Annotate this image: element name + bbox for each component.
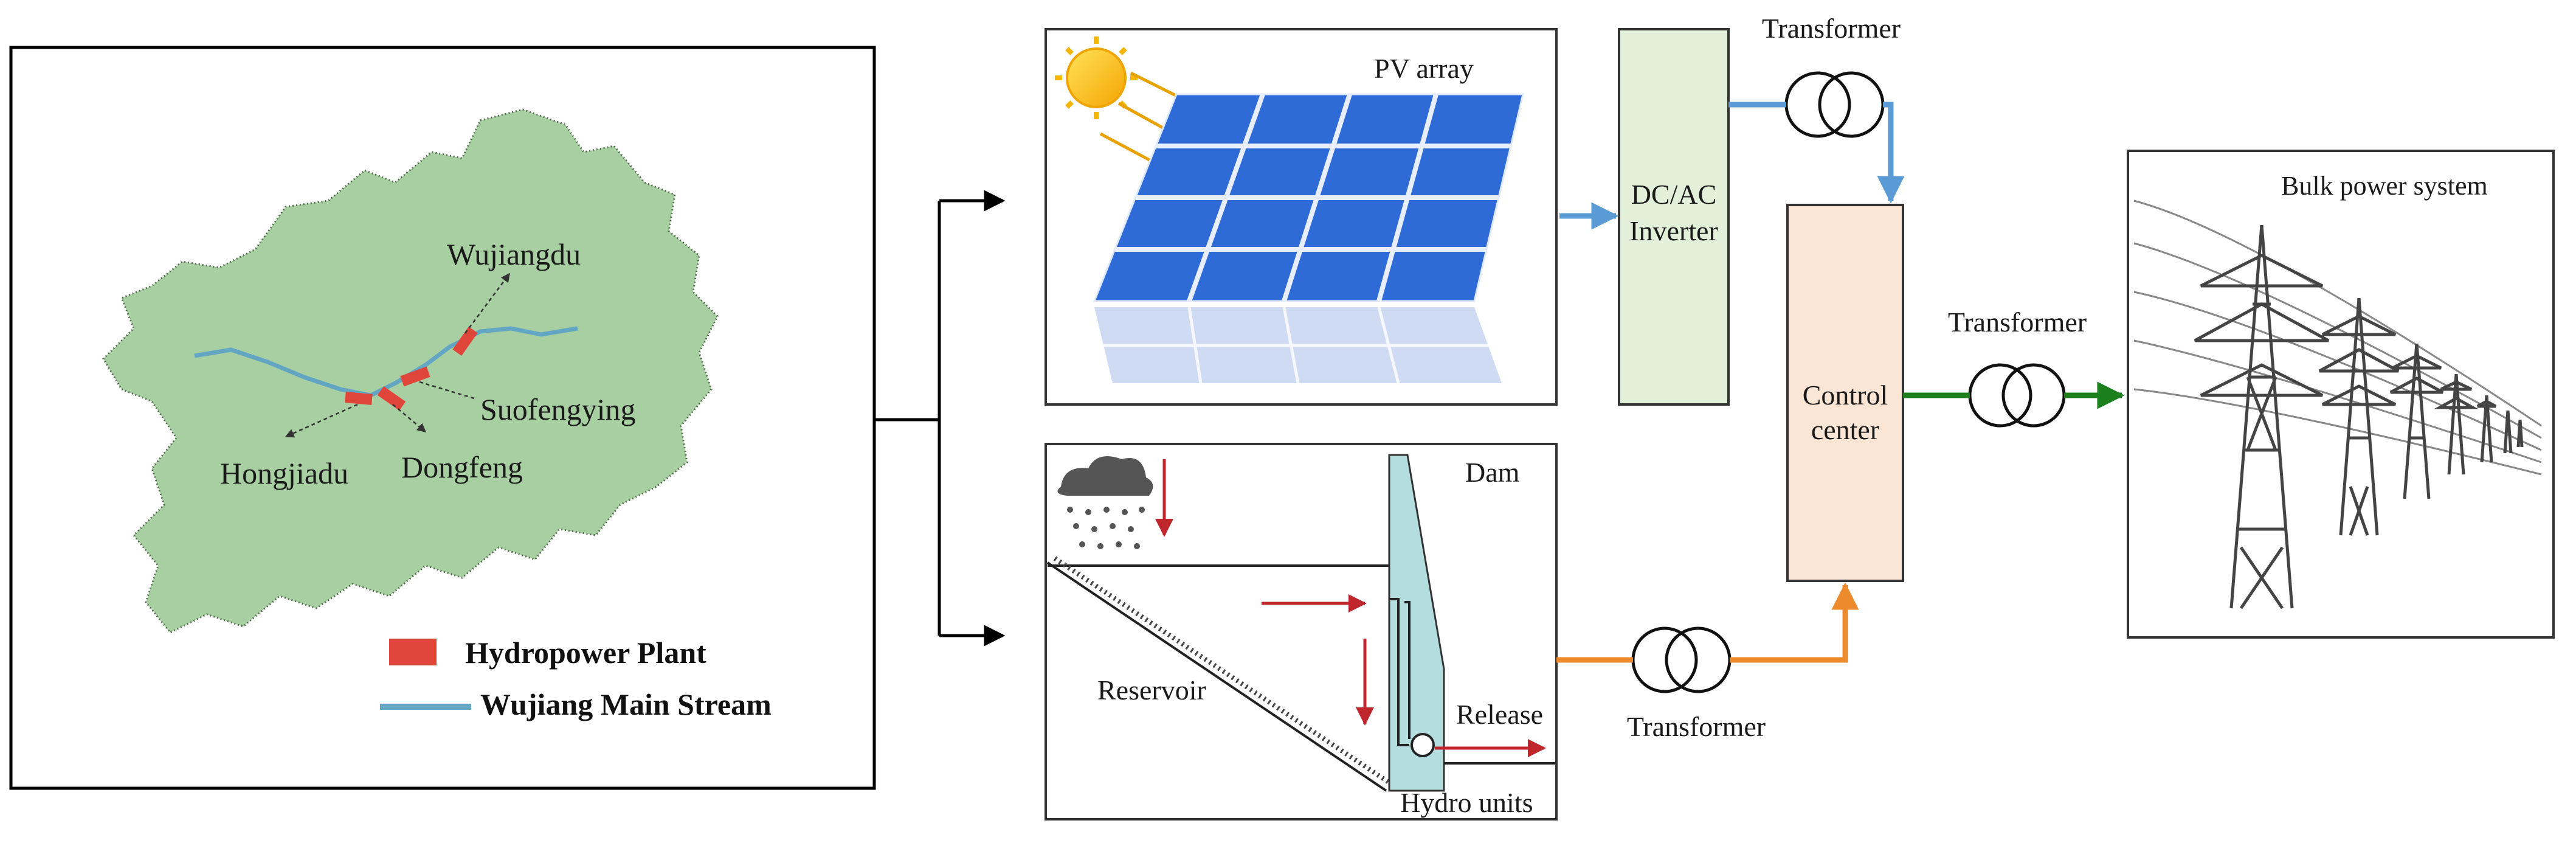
hydropower-plant-markers	[345, 326, 478, 411]
transformer-middle: Transformer	[1948, 307, 2087, 428]
transformer-middle-label: Transformer	[1948, 307, 2087, 338]
map-panel: Wujiangdu Suofengying Dongfeng Hongjiadu…	[9, 46, 876, 790]
release-label: Release	[1456, 699, 1543, 730]
transformer-bottom-label: Transformer	[1627, 711, 1766, 742]
solar-panel-icon	[1093, 93, 1524, 384]
reservoir-label: Reservoir	[1097, 675, 1206, 706]
plant-leader-lines	[285, 272, 511, 438]
transformer-top: Transformer	[1762, 13, 1901, 138]
dam-label: Dam	[1465, 457, 1520, 488]
plant-label-suofengying: Suofengying	[480, 392, 636, 426]
reservoir-bed-hatch	[1053, 556, 1394, 787]
plant-label-wujiangdu: Wujiangdu	[447, 237, 581, 271]
bulk-power-system-panel: Bulk power system	[2127, 150, 2555, 639]
transmission-tower-icon	[2194, 224, 2524, 609]
control-center-label-line2: center	[1811, 414, 1879, 445]
rain-cloud-icon	[1057, 456, 1153, 549]
hydro-frame	[1045, 443, 1558, 820]
turbine-icon	[1411, 733, 1435, 757]
split-connector	[874, 190, 1006, 647]
reservoir-bed	[1046, 561, 1387, 792]
inverter-label-line1: DC/AC	[1631, 179, 1717, 210]
plant-label-dongfeng: Dongfeng	[401, 450, 523, 484]
transformer-to-control-hydro-arrow	[1730, 582, 1859, 663]
map-legend: Hydropower Plant Wujiang Main Stream	[380, 636, 772, 721]
province-shape	[102, 108, 719, 634]
legend-stream-swatch	[380, 704, 471, 710]
sun-icon	[1055, 36, 1138, 119]
pv-array-panel: PV array	[1045, 28, 1558, 406]
hydro-panel: Dam Reservoir Release Hydro units	[1045, 443, 1558, 820]
wujiang-river	[194, 326, 578, 398]
bulk-power-label: Bulk power system	[2281, 171, 2488, 201]
transformer-bottom: Transformer	[1627, 626, 1766, 742]
dam-structure	[1388, 454, 1445, 792]
plant-label-hongjiadu: Hongjiadu	[220, 456, 348, 490]
inverter-label-line2: Inverter	[1629, 215, 1718, 246]
pv-label: PV array	[1374, 53, 1474, 84]
control-center-box: Control center	[1786, 204, 1904, 582]
penstock	[1389, 598, 1411, 746]
legend-plant-label: Hydropower Plant	[465, 636, 706, 670]
control-center-label-line1: Control	[1803, 380, 1888, 411]
legend-plant-swatch	[389, 639, 437, 665]
hydro-units-label: Hydro units	[1400, 787, 1533, 818]
inverter-box: DC/AC Inverter	[1618, 28, 1730, 406]
transformer-top-label: Transformer	[1762, 13, 1901, 44]
transformer-to-control-arrow	[1877, 102, 1905, 204]
legend-stream-label: Wujiang Main Stream	[480, 687, 772, 721]
